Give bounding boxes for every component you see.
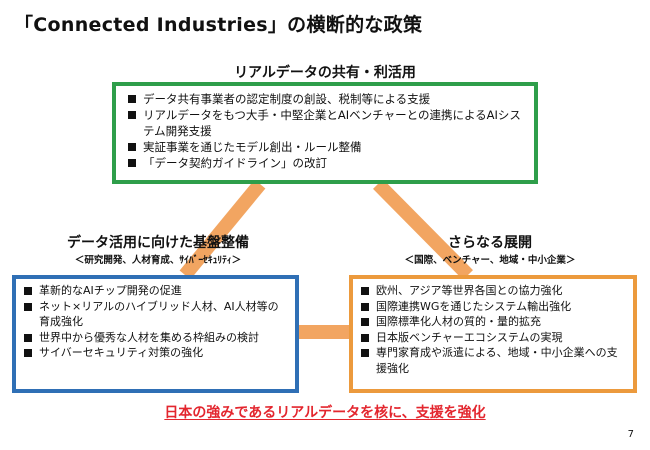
right-section-heading: さらなる展開 bbox=[448, 235, 532, 251]
list-item: サイバーセキュリティ対策の強化 bbox=[24, 345, 289, 361]
square-bullet-icon bbox=[361, 302, 369, 311]
list-item: 「データ契約ガイドライン」の改訂 bbox=[128, 155, 524, 171]
connector-line-top-right bbox=[373, 179, 473, 280]
list-item-text: 「データ契約ガイドライン」の改訂 bbox=[143, 156, 327, 170]
top-section-list: データ共有事業者の認定制度の創設、税制等による支援 リアルデータをもつ大手・中堅… bbox=[128, 91, 524, 171]
list-item: ネット×リアルのハイブリッド人材、AI人材等の育成強化 bbox=[24, 299, 289, 330]
list-item: データ共有事業者の認定制度の創設、税制等による支援 bbox=[128, 91, 524, 107]
list-item: 世界中から優秀な人材を集める枠組みの検討 bbox=[24, 330, 289, 346]
square-bullet-icon bbox=[128, 143, 136, 151]
list-item: 実証事業を通じたモデル創出・ルール整備 bbox=[128, 139, 524, 155]
square-bullet-icon bbox=[24, 302, 32, 311]
square-bullet-icon bbox=[128, 111, 136, 119]
list-item-text: 国際連携WGを通じたシステム輸出強化 bbox=[376, 299, 572, 313]
square-bullet-icon bbox=[128, 95, 136, 103]
top-section-heading: リアルデータの共有・利活用 bbox=[234, 65, 416, 81]
left-section-subheading: ＜研究開発、人材育成、ｻｲﾊﾞｰｾｷｭﾘﾃｨ＞ bbox=[74, 255, 242, 266]
connector-line-top-left bbox=[179, 179, 266, 280]
list-item: 日本版ベンチャーエコシステムの実現 bbox=[361, 330, 627, 346]
list-item-text: 国際標準化人材の質的・量的拡充 bbox=[376, 315, 541, 328]
square-bullet-icon bbox=[361, 287, 369, 295]
square-bullet-icon bbox=[24, 287, 32, 295]
list-item-text: 革新的なAIチップ開発の促進 bbox=[39, 284, 182, 297]
square-bullet-icon bbox=[24, 349, 32, 357]
slide-title: 「Connected Industries」の横断的な政策 bbox=[14, 14, 423, 36]
list-item-text: 日本版ベンチャーエコシステムの実現 bbox=[376, 330, 563, 344]
right-section-panel: 欧州、アジア等世界各国との協力強化 国際連携WGを通じたシステム輸出強化 国際標… bbox=[349, 275, 637, 393]
square-bullet-icon bbox=[361, 318, 369, 326]
square-bullet-icon bbox=[24, 333, 32, 342]
list-item-text: リアルデータをもつ大手・中堅企業とAIベンチャーとの連携によるAIシステム開発支… bbox=[143, 108, 521, 138]
list-item: 革新的なAIチップ開発の促進 bbox=[24, 283, 289, 299]
right-section-subheading: ＜国際、ベンチャー、地域・中小企業＞ bbox=[404, 255, 576, 266]
list-item: リアルデータをもつ大手・中堅企業とAIベンチャーとの連携によるAIシステム開発支… bbox=[128, 107, 524, 139]
list-item-text: データ共有事業者の認定制度の創設、税制等による支援 bbox=[143, 92, 431, 106]
square-bullet-icon bbox=[361, 349, 369, 357]
top-section-panel: データ共有事業者の認定制度の創設、税制等による支援 リアルデータをもつ大手・中堅… bbox=[112, 82, 538, 184]
list-item: 欧州、アジア等世界各国との協力強化 bbox=[361, 283, 627, 299]
square-bullet-icon bbox=[361, 333, 369, 342]
list-item-text: 欧州、アジア等世界各国との協力強化 bbox=[376, 284, 563, 297]
page-number: 7 bbox=[627, 429, 634, 440]
left-section-list: 革新的なAIチップ開発の促進 ネット×リアルのハイブリッド人材、AI人材等の育成… bbox=[24, 283, 289, 361]
square-bullet-icon bbox=[128, 159, 136, 167]
list-item-text: 実証事業を通じたモデル創出・ルール整備 bbox=[143, 140, 362, 154]
list-item-text: サイバーセキュリティ対策の強化 bbox=[39, 346, 204, 359]
list-item: 国際連携WGを通じたシステム輸出強化 bbox=[361, 299, 627, 315]
list-item-text: ネット×リアルのハイブリッド人材、AI人材等の育成強化 bbox=[39, 299, 279, 329]
right-section-list: 欧州、アジア等世界各国との協力強化 国際連携WGを通じたシステム輸出強化 国際標… bbox=[361, 283, 627, 376]
list-item-text: 専門家育成や派遣による、地域・中小企業への支援強化 bbox=[376, 346, 618, 375]
left-section-panel: 革新的なAIチップ開発の促進 ネット×リアルのハイブリッド人材、AI人材等の育成… bbox=[12, 275, 299, 393]
list-item: 専門家育成や派遣による、地域・中小企業への支援強化 bbox=[361, 345, 627, 376]
left-section-heading: データ活用に向けた基盤整備 bbox=[67, 235, 249, 251]
list-item-text: 世界中から優秀な人材を集める枠組みの検討 bbox=[39, 330, 259, 344]
list-item: 国際標準化人材の質的・量的拡充 bbox=[361, 314, 627, 330]
footer-message: 日本の強みであるリアルデータを核に、支援を強化 bbox=[164, 405, 486, 421]
